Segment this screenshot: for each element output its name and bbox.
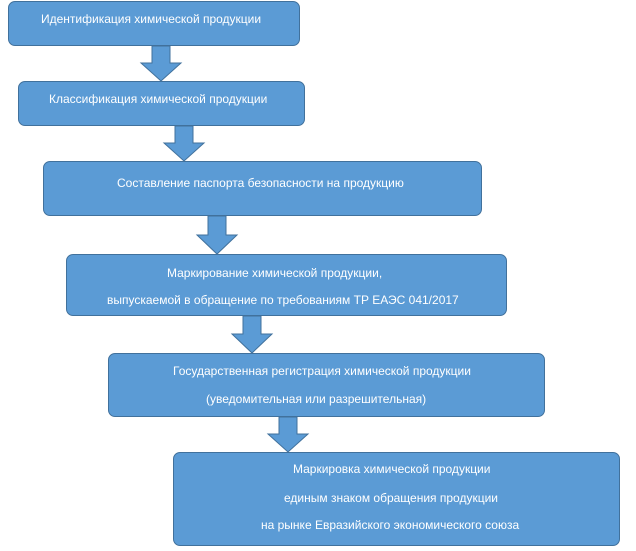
step-safety-passport-text: Составление паспорта безопасности на про… (117, 176, 404, 190)
down-arrow-icon (230, 315, 274, 354)
down-arrow-icon (195, 215, 239, 255)
step-state-registration-text-2: (уведомительная или разрешительная) (206, 392, 427, 406)
step-identification-text: Идентификация химической продукции (41, 12, 262, 26)
step-classification: Классификация химической продукции (18, 81, 305, 126)
down-arrow-icon (266, 416, 310, 453)
step-eac-marking-text-2: единым знаком обращения продукции (284, 491, 498, 505)
step-identification: Идентификация химической продукции (8, 1, 300, 46)
step-safety-passport: Составление паспорта безопасности на про… (43, 161, 482, 216)
step-state-registration-text-1: Государственная регистрация химической п… (173, 364, 471, 378)
step-eac-marking: Маркировка химической продукции единым з… (173, 452, 620, 546)
step-eac-marking-text-1: Маркировка химической продукции (293, 462, 491, 476)
down-arrow-icon (162, 125, 206, 162)
step-classification-text: Классификация химической продукции (49, 92, 268, 106)
step-state-registration: Государственная регистрация химической п… (108, 353, 545, 417)
step-eac-marking-text-3: на рынке Евразийского экономического сою… (261, 518, 520, 532)
down-arrow-icon (139, 45, 183, 82)
step-labeling: Маркирование химической продукции, выпус… (66, 254, 507, 316)
step-labeling-text-2: выпускаемой в обращение по требованиям Т… (107, 293, 459, 307)
step-labeling-text-1: Маркирование химической продукции, (167, 266, 383, 280)
